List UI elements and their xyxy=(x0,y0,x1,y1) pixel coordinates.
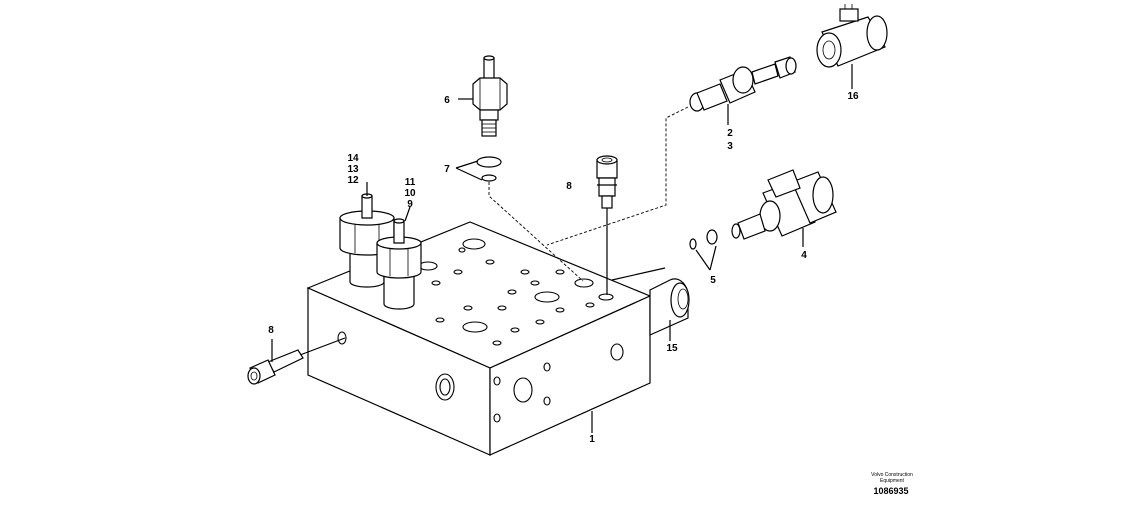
brand-credit: Volvo Construction Equipment xyxy=(862,472,922,484)
callout-11: 11 xyxy=(405,177,416,188)
callout-6: 6 xyxy=(444,95,450,106)
callout-1: 1 xyxy=(589,434,595,445)
callout-14: 14 xyxy=(347,153,359,164)
callout-8-left: 8 xyxy=(268,325,274,336)
brand-line-1: Volvo Construction xyxy=(871,472,913,478)
part-4 xyxy=(731,169,837,240)
fitting-9-11 xyxy=(376,218,422,310)
callout-5: 5 xyxy=(710,275,716,286)
brand-line-2: Equipment xyxy=(880,478,904,484)
part-2-3 xyxy=(546,56,797,246)
callout-2: 2 xyxy=(727,128,733,139)
part-8-left xyxy=(247,337,346,385)
part-5 xyxy=(689,229,718,271)
drawing-number: 1086935 xyxy=(873,486,909,496)
callout-7: 7 xyxy=(444,164,450,175)
callout-3: 3 xyxy=(727,141,733,152)
part-8-top xyxy=(596,155,618,295)
part-15 xyxy=(611,267,690,336)
callout-9: 9 xyxy=(407,199,413,210)
callout-10: 10 xyxy=(404,188,416,199)
callout-8-top: 8 xyxy=(566,181,572,192)
leader-lines xyxy=(271,64,853,433)
callout-4: 4 xyxy=(801,250,807,261)
callout-12: 12 xyxy=(347,175,359,186)
callout-15: 15 xyxy=(666,343,678,354)
part-6 xyxy=(455,55,584,282)
callout-13: 13 xyxy=(347,164,359,175)
part-16 xyxy=(816,4,888,68)
callout-labels: 1 2 3 4 5 6 7 8 8 11 10 9 14 13 12 15 16 xyxy=(268,91,859,445)
callout-16: 16 xyxy=(847,91,859,102)
